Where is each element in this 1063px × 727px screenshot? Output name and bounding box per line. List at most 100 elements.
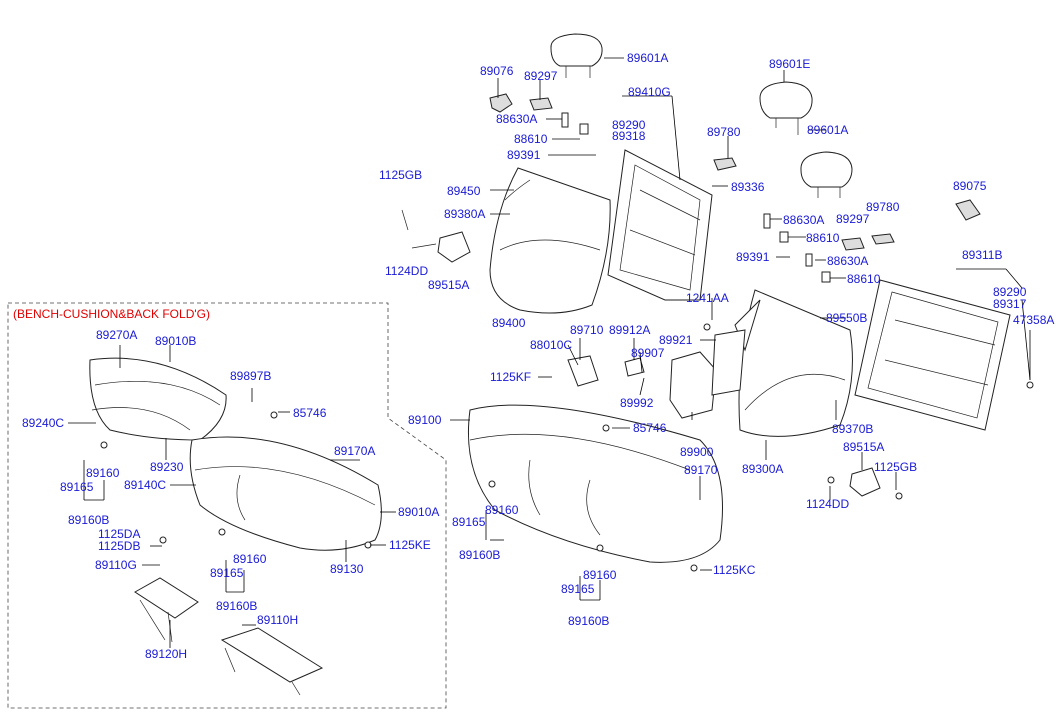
- label-89160-mid[interactable]: 89160: [485, 503, 519, 517]
- bracket-89110H: [220, 627, 324, 696]
- label-1125KC[interactable]: 1125KC: [713, 563, 756, 577]
- label-85746-mid[interactable]: 85746: [633, 421, 667, 435]
- label-89076[interactable]: 89076: [480, 64, 514, 78]
- label-89165-box2[interactable]: 89165: [210, 566, 244, 580]
- label-89160B-low[interactable]: 89160B: [568, 614, 610, 628]
- label-89075[interactable]: 89075: [953, 179, 987, 193]
- label-89010B[interactable]: 89010B: [155, 334, 197, 348]
- guide-88630A-low: [805, 253, 813, 267]
- label-89601A-top[interactable]: 89601A: [627, 51, 669, 65]
- label-89912A[interactable]: 89912A: [609, 323, 651, 337]
- label-88630A-top[interactable]: 88630A: [496, 112, 538, 126]
- label-89160B-mid[interactable]: 89160B: [459, 548, 501, 562]
- label-89318[interactable]: 89318: [612, 129, 646, 143]
- cup-89912A: [624, 357, 645, 377]
- label-1241AA[interactable]: 1241AA: [686, 291, 729, 305]
- hinge-89515A-right: [849, 467, 881, 497]
- cushion-pad-89240C: [91, 407, 191, 431]
- label-89170-mid[interactable]: 89170: [684, 463, 718, 477]
- label-89160-low[interactable]: 89160: [583, 568, 617, 582]
- label-89165-low[interactable]: 89165: [561, 582, 595, 596]
- label-89550B[interactable]: 89550B: [826, 311, 868, 325]
- label-89297-top[interactable]: 89297: [524, 69, 558, 83]
- clip-89780-top: [713, 157, 737, 171]
- label-89230[interactable]: 89230: [150, 460, 184, 474]
- label-89165-box1[interactable]: 89165: [60, 480, 94, 494]
- label-89515A-left[interactable]: 89515A: [428, 278, 470, 292]
- label-89336[interactable]: 89336: [731, 180, 765, 194]
- label-89400[interactable]: 89400: [492, 316, 526, 330]
- label-1125GB-right[interactable]: 1125GB: [874, 460, 918, 474]
- label-89160-box1[interactable]: 89160: [86, 466, 120, 480]
- clip-89297-mid: [841, 237, 865, 251]
- label-89601A-mid[interactable]: 89601A: [807, 123, 849, 137]
- label-89780-top[interactable]: 89780: [707, 125, 741, 139]
- label-89110H[interactable]: 89110H: [257, 613, 299, 627]
- clip-89076: [489, 93, 513, 113]
- label-89240C[interactable]: 89240C: [22, 416, 65, 430]
- label-88630A-low[interactable]: 88630A: [827, 254, 869, 268]
- label-89160B-box2[interactable]: 89160B: [216, 599, 258, 613]
- headrest-89601A-mid: [800, 151, 853, 198]
- label-88610-top[interactable]: 88610: [514, 132, 548, 146]
- label-89921[interactable]: 89921: [659, 333, 693, 347]
- label-1124DD-right[interactable]: 1124DD: [806, 497, 850, 511]
- cushion-89100: [467, 404, 723, 563]
- label-89311B[interactable]: 89311B: [962, 248, 1003, 262]
- label-85746-box[interactable]: 85746: [293, 406, 327, 420]
- label-89380A[interactable]: 89380A: [444, 207, 486, 221]
- label-88610-low[interactable]: 88610: [847, 272, 881, 286]
- label-89780-mid[interactable]: 89780: [866, 200, 900, 214]
- armrest-89900: [669, 351, 717, 419]
- hinge-89515A-left: [437, 231, 471, 263]
- label-89897B[interactable]: 89897B: [230, 369, 272, 383]
- label-89370B[interactable]: 89370B: [832, 422, 874, 436]
- label-89710[interactable]: 89710: [570, 323, 604, 337]
- label-89391-top[interactable]: 89391: [507, 148, 541, 162]
- label-89290-top[interactable]: 89290: [612, 118, 646, 132]
- label-89515A-right[interactable]: 89515A: [843, 440, 885, 454]
- label-89010A[interactable]: 89010A: [398, 505, 440, 519]
- label-89290-right[interactable]: 89290: [993, 285, 1027, 299]
- label-89165-mid[interactable]: 89165: [452, 515, 486, 529]
- label-89601E[interactable]: 89601E: [769, 57, 811, 71]
- guide-88630A-top: [561, 112, 569, 128]
- label-89450[interactable]: 89450: [447, 184, 481, 198]
- label-89130[interactable]: 89130: [330, 562, 364, 576]
- label-1124DD-left[interactable]: 1124DD: [385, 264, 429, 278]
- fasteners: [100, 323, 1034, 572]
- frame-89311B: [854, 279, 1011, 431]
- label-88610-mid[interactable]: 88610: [806, 231, 840, 245]
- label-89992[interactable]: 89992: [620, 396, 654, 410]
- label-89160B-box1[interactable]: 89160B: [68, 513, 110, 527]
- label-89300A[interactable]: 89300A: [742, 462, 784, 476]
- label-1125KF[interactable]: 1125KF: [490, 370, 532, 384]
- group-title: (BENCH-CUSHION&BACK FOLD'G): [13, 307, 210, 321]
- label-89160-box2[interactable]: 89160: [233, 552, 267, 566]
- label-89297-mid[interactable]: 89297: [836, 212, 870, 226]
- label-1125KE[interactable]: 1125KE: [389, 538, 431, 552]
- guide-88610-low: [821, 271, 831, 283]
- label-1125DB[interactable]: 1125DB: [98, 539, 141, 553]
- label-89907[interactable]: 89907: [631, 346, 665, 360]
- seatback-89400: [489, 167, 611, 314]
- label-89170A[interactable]: 89170A: [334, 444, 376, 458]
- headrest-89601A-top: [550, 33, 603, 78]
- label-89900[interactable]: 89900: [680, 445, 714, 459]
- clip-89297-top: [529, 97, 553, 111]
- label-88630A-mid[interactable]: 88630A: [783, 213, 825, 227]
- label-89140C[interactable]: 89140C: [124, 478, 167, 492]
- label-1125DA[interactable]: 1125DA: [98, 527, 141, 541]
- label-1125GB-left[interactable]: 1125GB: [379, 168, 423, 182]
- guide-88630A-mid: [763, 213, 771, 229]
- label-89270A[interactable]: 89270A: [96, 328, 138, 342]
- label-47358A[interactable]: 47358A: [1013, 313, 1055, 327]
- label-89391-mid[interactable]: 89391: [736, 250, 770, 264]
- label-89410G[interactable]: 89410G: [628, 85, 671, 99]
- clip-89780-mid: [871, 233, 895, 245]
- label-88010C[interactable]: 88010C: [530, 338, 573, 352]
- label-89120H[interactable]: 89120H: [145, 647, 188, 661]
- label-89100[interactable]: 89100: [408, 413, 442, 427]
- label-89317[interactable]: 89317: [993, 297, 1027, 311]
- label-89110G[interactable]: 89110G: [95, 558, 137, 572]
